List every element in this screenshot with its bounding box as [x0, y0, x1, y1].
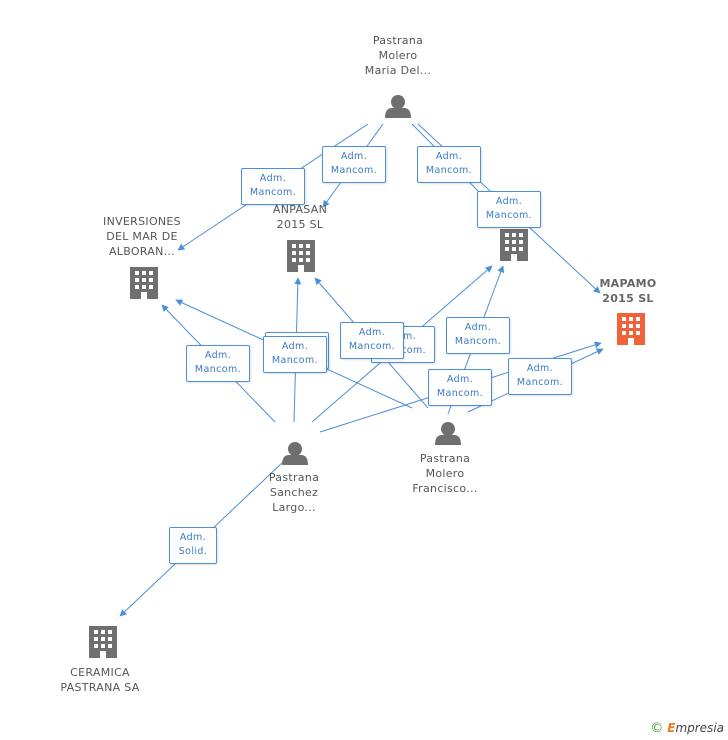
edge-role-type: Mancom. — [348, 341, 396, 352]
brand-name: mpresia — [675, 721, 724, 735]
label-line: Pastrana — [419, 452, 471, 465]
edge-role-type: Mancom. — [516, 377, 564, 388]
label-line: 2015 SL — [602, 292, 654, 305]
label-line: ANPASAN — [272, 203, 328, 216]
brand-logo-initial: E — [667, 721, 676, 735]
edge-label-maria-inversiones[interactable]: Adm. Mancom. — [241, 168, 305, 205]
edge-role: Adm. — [435, 151, 463, 162]
edge-label-sanchez-unnamed[interactable]: Adm. Mancom. — [340, 322, 404, 359]
edge-label-sanchez-mapamo[interactable]: Adm. Mancom. — [428, 369, 492, 406]
node-label-inversiones-del-mar[interactable]: INVERSIONES DEL MAR DE ALBORAN... — [82, 214, 202, 259]
label-line: Francisco... — [412, 482, 478, 495]
edge-role: Adm. — [464, 322, 492, 333]
person-icon — [435, 422, 461, 445]
building-icon-focus — [617, 313, 645, 345]
person-icon — [282, 442, 308, 465]
node-label-pastrana-molero-francisco[interactable]: Pastrana Molero Francisco... — [385, 451, 505, 496]
edge-role-type: Mancom. — [485, 210, 533, 221]
edge-label-francisco-unnamed[interactable]: Adm. Mancom. — [446, 317, 510, 354]
edge-role: Adm. — [358, 327, 386, 338]
label-line: Pastrana — [372, 34, 424, 47]
edge-label-sanchez-ceramica[interactable]: Adm. Solid. — [169, 527, 217, 564]
edge-label-sanchez-anpasan[interactable]: Adm. Mancom. — [263, 336, 327, 373]
label-line: 2015 SL — [276, 218, 324, 231]
edge-role: Adm. — [179, 532, 207, 543]
edge-role: Adm. — [446, 374, 474, 385]
label-line: Molero — [425, 467, 465, 480]
label-line: Molero — [378, 49, 418, 62]
label-line: Pastrana — [268, 471, 320, 484]
edge-role-type: Solid. — [178, 546, 208, 557]
edge-role: Adm. — [526, 363, 554, 374]
label-line: PASTRANA SA — [60, 681, 140, 694]
edge-label-maria-anpasan[interactable]: Adm. Mancom. — [322, 146, 386, 183]
label-line: DEL MAR DE — [106, 230, 178, 243]
label-line: Largo... — [272, 501, 316, 514]
edge-label-francisco-mapamo[interactable]: Adm. Mancom. — [508, 358, 572, 395]
edge-role: Adm. — [495, 196, 523, 207]
edge-role-type: Mancom. — [271, 355, 319, 366]
edge-role-type: Mancom. — [425, 165, 473, 176]
label-line: Sanchez — [269, 486, 319, 499]
edge-label-sanchez-inversiones[interactable]: Adm. Mancom. — [186, 345, 250, 382]
building-icon — [500, 229, 528, 261]
building-icon — [89, 626, 117, 658]
edge-role-type: Mancom. — [249, 187, 297, 198]
footer-brand: ©Empresia — [650, 721, 724, 736]
edge-role-type: Mancom. — [436, 388, 484, 399]
edge-label-maria-mapamo[interactable]: Adm. Mancom. — [477, 191, 541, 228]
edge-role: Adm. — [340, 151, 368, 162]
label-line: MAPAMO — [599, 277, 657, 290]
label-line: ALBORAN... — [108, 245, 176, 258]
copyright-icon: © — [650, 721, 664, 736]
label-line: Maria Del... — [364, 64, 432, 77]
edge-role-type: Mancom. — [194, 364, 242, 375]
node-label-mapamo[interactable]: MAPAMO 2015 SL — [578, 276, 678, 306]
building-icon — [130, 267, 158, 299]
edge-role-type: Mancom. — [454, 336, 502, 347]
node-label-pastrana-molero-maria[interactable]: Pastrana Molero Maria Del... — [338, 33, 458, 78]
edge-role: Adm. — [259, 173, 287, 184]
edge-role: Adm. — [204, 350, 232, 361]
node-label-anpasan[interactable]: ANPASAN 2015 SL — [240, 202, 360, 232]
label-line: INVERSIONES — [103, 215, 181, 228]
node-label-ceramica-pastrana[interactable]: CERAMICA PASTRANA SA — [40, 665, 160, 695]
edge-label-maria-unnamed[interactable]: Adm. Mancom. — [417, 146, 481, 183]
building-icon — [287, 240, 315, 272]
person-icon — [385, 95, 411, 118]
label-line: CERAMICA — [70, 666, 130, 679]
edge-role-type: Mancom. — [330, 165, 378, 176]
edge-role: Adm. — [281, 341, 309, 352]
node-label-pastrana-sanchez-largo[interactable]: Pastrana Sanchez Largo... — [234, 470, 354, 515]
